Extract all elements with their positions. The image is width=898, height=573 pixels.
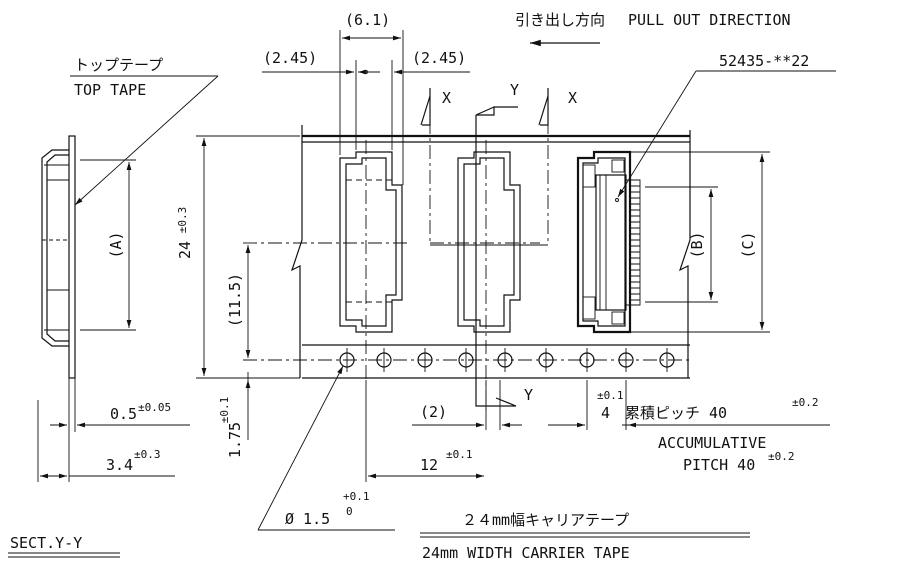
dim-175-tol: ±0.1 (218, 397, 231, 424)
section-title: SECT.Y-Y (10, 534, 82, 552)
dim-34-label: 3.4 (106, 456, 133, 474)
top-tape-en: TOP TAPE (74, 81, 146, 99)
pitch-jp: 累積ピッチ 40 (625, 404, 727, 422)
dim-24-label: 24 (176, 241, 194, 259)
side-section-view (41, 135, 76, 379)
carrier-tape (290, 125, 691, 379)
top-tape-jp: トップテープ (74, 56, 163, 74)
dim-4-label: 4 (601, 404, 610, 422)
section-X-marks: X X (420, 88, 577, 246)
section-X-left: X (442, 89, 451, 107)
connector-pocket (576, 150, 641, 334)
section-Y-bottom: Y (524, 386, 533, 404)
carrier-tape-jp: ２４mm幅キャリアテープ (462, 511, 629, 529)
dim-175-label: 1.75 (226, 422, 244, 458)
pitch-en-tol: ±0.2 (768, 450, 795, 463)
dim-05-label: 0.5 (110, 405, 137, 423)
hole-label: Ø 1.5 (285, 510, 330, 528)
section-X-right: X (568, 89, 577, 107)
dim-A-label: (A) (107, 231, 125, 258)
hole-tol-zero: 0 (346, 505, 353, 518)
sprocket-holes (243, 348, 690, 372)
top-tape-leader (74, 75, 219, 206)
dim-05-tol: ±0.05 (138, 401, 171, 414)
part-number-label: 52435-**22 (719, 52, 809, 70)
pull-direction-jp: 引き出し方向 (515, 11, 605, 29)
carrier-tape-en: 24mm WIDTH CARRIER TAPE (422, 544, 630, 562)
dim-4-tol: ±0.1 (597, 389, 624, 402)
dim-B-label: (B) (688, 231, 706, 258)
section-Y-top: Y (510, 81, 519, 99)
dim-12-label: 12 (420, 456, 438, 474)
dim-61-label: (6.1) (345, 11, 390, 29)
hole-leader (257, 365, 344, 531)
empty-pocket-1 (243, 140, 410, 380)
dim-C-label: (C) (739, 231, 757, 258)
dim-12-tol: ±0.1 (446, 448, 473, 461)
dim-34-tol: ±0.3 (134, 448, 161, 461)
dim-245-right-label: (2.45) (412, 49, 466, 67)
pitch-jp-tol: ±0.2 (792, 396, 819, 409)
section-Y-marks: Y Y (475, 81, 533, 407)
dim-115-label: (11.5) (226, 273, 244, 327)
dim-2-label: (2) (420, 403, 447, 421)
dim-245-left-label: (2.45) (263, 49, 317, 67)
hole-tol-plus: +0.1 (343, 490, 370, 503)
empty-pocket-2 (430, 140, 540, 410)
pull-direction-en: PULL OUT DIRECTION (628, 11, 791, 29)
pitch-en-2: PITCH 40 (683, 456, 755, 474)
dim-24-tol: ±0.3 (176, 207, 189, 234)
pitch-en-1: ACCUMULATIVE (658, 434, 766, 452)
